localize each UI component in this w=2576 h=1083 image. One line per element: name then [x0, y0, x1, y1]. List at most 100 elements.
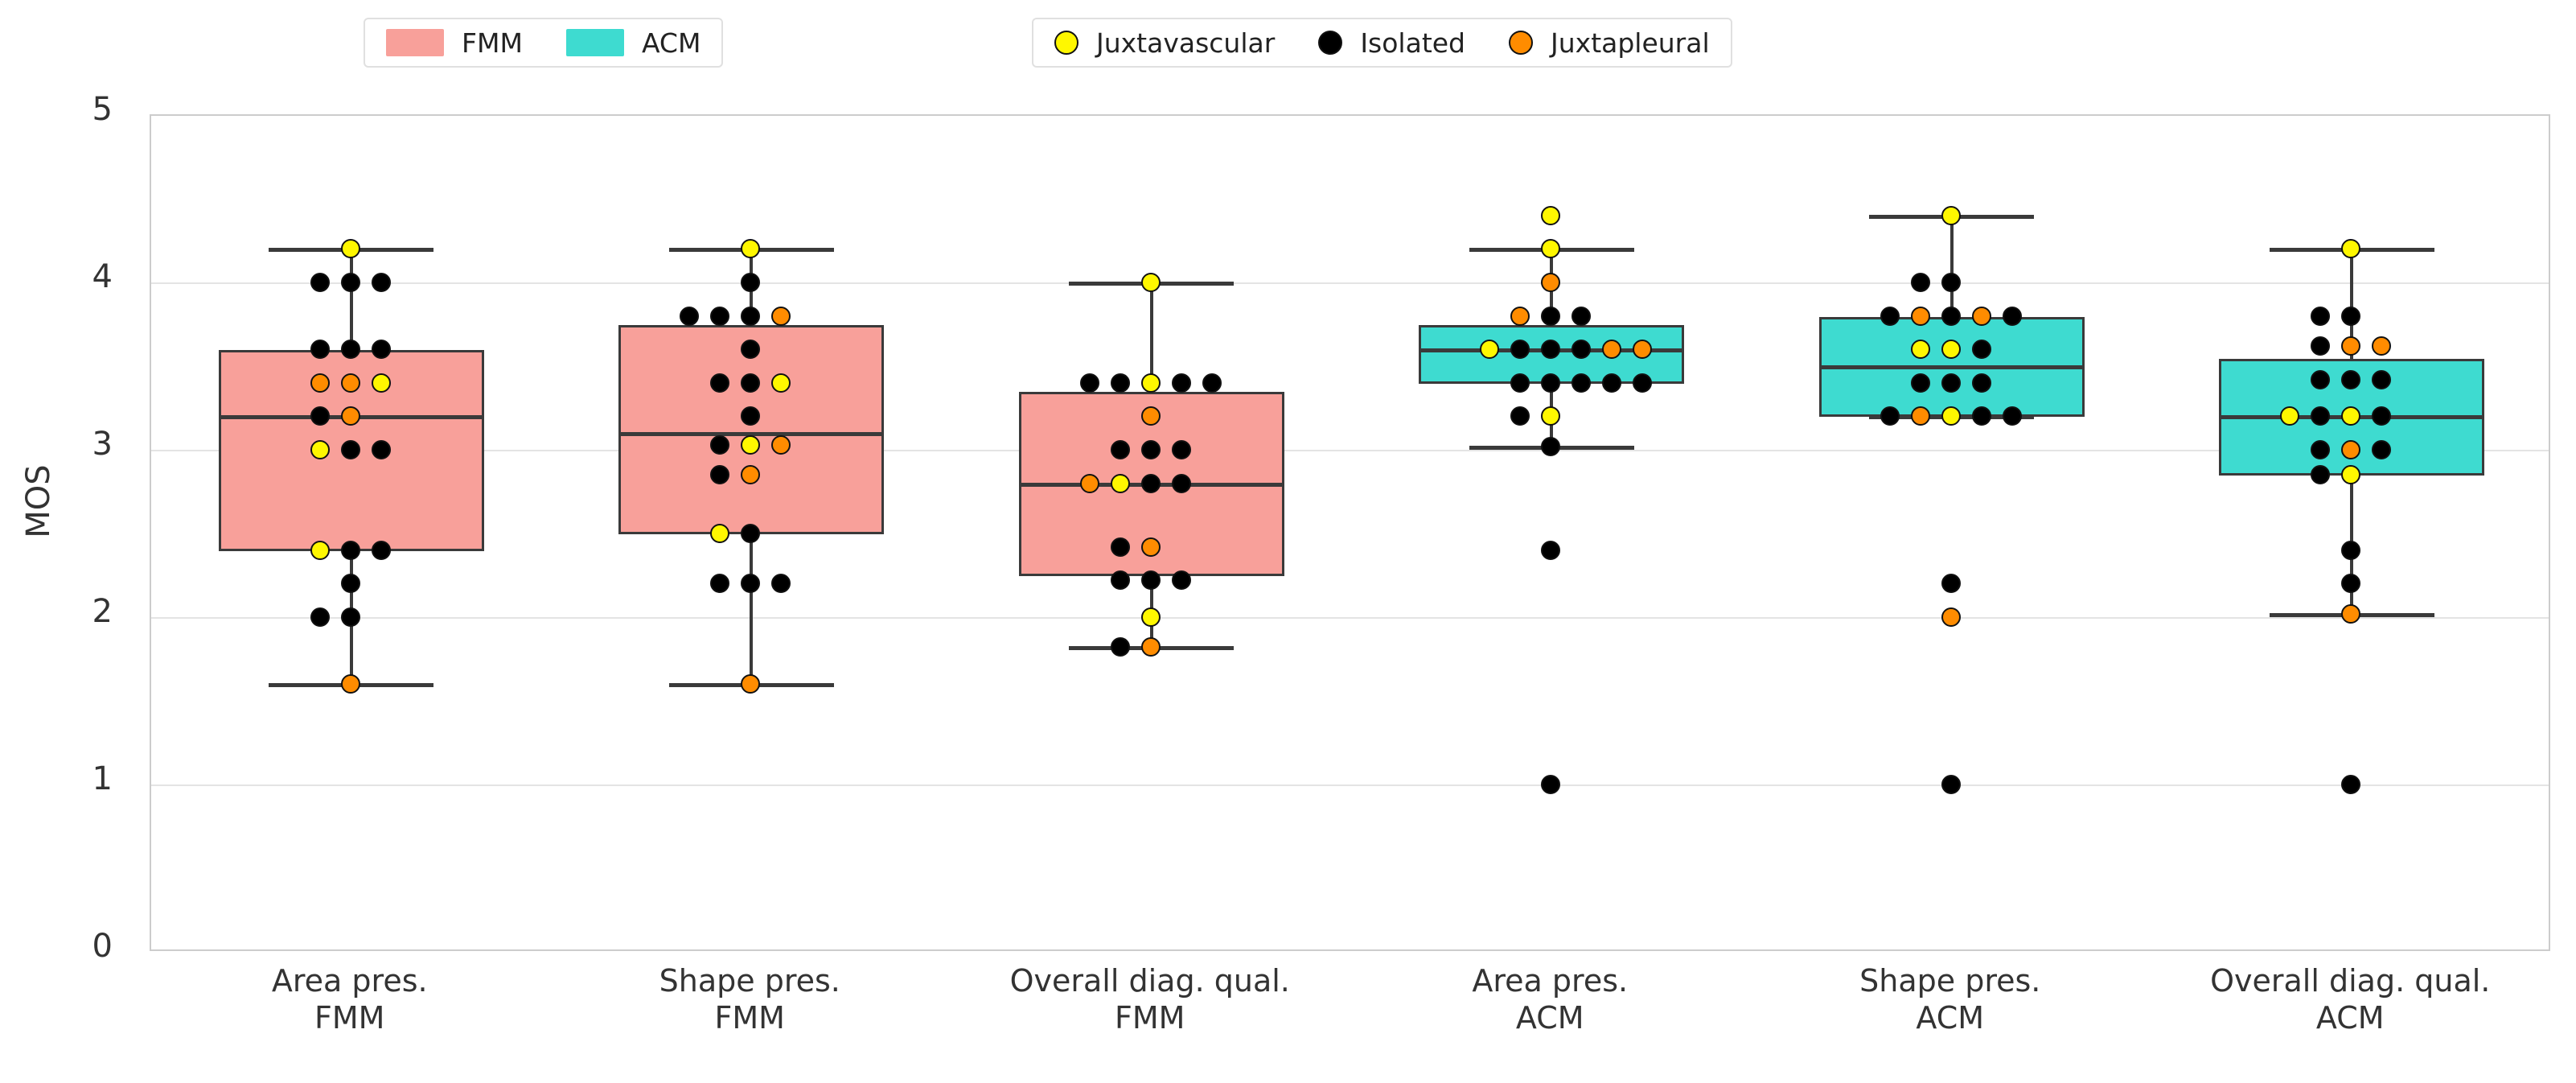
x-tick-label-line1: Area pres.: [1472, 963, 1629, 999]
outlier-point-isolated: [1941, 775, 1961, 794]
box-group-6[interactable]: [151, 116, 2552, 953]
data-point-isolated: [371, 540, 391, 560]
data-point-isolated: [1110, 373, 1130, 393]
data-point-isolated: [2341, 574, 2361, 594]
box-iqr[interactable]: [618, 325, 885, 534]
data-point-isolated: [2002, 306, 2022, 326]
data-point-isolated: [1171, 440, 1191, 459]
data-point-juxtavascular: [771, 373, 791, 393]
legend-entry-juxtavascular[interactable]: Juxtavascular: [1054, 30, 1275, 56]
x-tick-label-line2: FMM: [1115, 1000, 1185, 1036]
data-point-isolated: [1541, 340, 1561, 360]
data-point-juxtapleural: [1140, 537, 1161, 557]
outlier-point-juxtapleural: [1941, 607, 1961, 627]
x-tick-label: Overall diag. qual.FMM: [925, 962, 1375, 1037]
data-point-isolated: [2311, 306, 2331, 326]
data-point-juxtavascular: [340, 239, 360, 259]
data-point-isolated: [1541, 306, 1561, 326]
box-group-3[interactable]: [151, 116, 2552, 953]
outlier-point-isolated: [1541, 540, 1561, 560]
y-tick-label: 0: [92, 928, 113, 965]
data-point-juxtapleural: [771, 434, 791, 455]
y-tick-label: 1: [92, 760, 113, 797]
legend-label: Juxtapleural: [1551, 27, 1710, 59]
data-point-isolated: [1571, 340, 1592, 360]
color-patch-icon: [565, 29, 624, 56]
data-point-isolated: [1880, 406, 1900, 426]
data-point-isolated: [2372, 369, 2392, 389]
color-patch-icon: [386, 29, 444, 56]
data-point-juxtapleural: [2341, 603, 2361, 624]
data-point-juxtavascular: [741, 434, 761, 455]
data-point-isolated: [1571, 373, 1592, 393]
legend-nodule-types: Juxtavascular Isolated Juxtapleural: [1032, 18, 1732, 68]
data-point-isolated: [2341, 369, 2361, 389]
data-point-isolated: [340, 340, 360, 360]
data-point-isolated: [310, 340, 330, 360]
box-group-1[interactable]: [151, 116, 2552, 953]
data-point-isolated: [1941, 273, 1961, 292]
data-point-isolated: [2311, 369, 2331, 389]
data-point-isolated: [371, 273, 391, 292]
data-point-isolated: [1941, 373, 1961, 393]
whisker-upper: [2350, 249, 2354, 359]
whisker-lower: [750, 534, 754, 686]
data-point-juxtapleural: [340, 406, 360, 426]
data-point-juxtavascular: [1541, 205, 1561, 225]
median-line: [618, 432, 885, 437]
data-point-juxtavascular: [1541, 239, 1561, 259]
data-point-isolated: [371, 440, 391, 459]
data-point-isolated: [340, 607, 360, 627]
data-point-isolated: [741, 373, 761, 393]
data-point-juxtapleural: [741, 465, 761, 485]
x-tick-label-line2: ACM: [1515, 1000, 1584, 1036]
x-tick-label: Overall diag. qual.ACM: [2125, 962, 2575, 1037]
box-group-2[interactable]: [151, 116, 2552, 953]
data-point-juxtapleural: [2341, 336, 2361, 356]
data-point-isolated: [1510, 406, 1530, 426]
data-point-isolated: [1510, 340, 1530, 360]
legend-label: FMM: [462, 27, 523, 59]
y-tick-label: 3: [92, 426, 113, 463]
data-point-juxtavascular: [1941, 205, 1961, 225]
x-tick-label-line2: FMM: [314, 1000, 385, 1036]
data-point-isolated: [1971, 340, 1991, 360]
data-point-isolated: [680, 306, 700, 326]
data-point-isolated: [2002, 406, 2022, 426]
x-tick-label-line1: Area pres.: [271, 963, 428, 999]
data-point-isolated: [310, 273, 330, 292]
plot-area: [150, 114, 2550, 951]
legend-entry-isolated[interactable]: Isolated: [1318, 30, 1465, 56]
legend-entry-acm[interactable]: ACM: [565, 29, 700, 56]
box-group-5[interactable]: [151, 116, 2552, 953]
x-tick-label: Area pres.FMM: [125, 962, 575, 1037]
outlier-point-isolated: [1941, 574, 1961, 594]
x-tick-label-line1: Overall diag. qual.: [1009, 963, 1290, 999]
data-point-juxtavascular: [1480, 340, 1500, 360]
data-point-juxtavascular: [2341, 465, 2361, 485]
data-point-isolated: [2311, 465, 2331, 485]
legend-entry-juxtapleural[interactable]: Juxtapleural: [1509, 30, 1710, 56]
data-point-juxtavascular: [710, 524, 730, 543]
data-point-isolated: [1971, 373, 1991, 393]
gridline: [151, 617, 2549, 619]
data-point-juxtavascular: [1910, 340, 1930, 360]
data-point-isolated: [741, 340, 761, 360]
data-point-isolated: [710, 434, 730, 455]
data-point-isolated: [710, 574, 730, 594]
gridline: [151, 282, 2549, 284]
data-point-isolated: [1110, 440, 1130, 459]
data-point-isolated: [741, 406, 761, 426]
data-point-juxtapleural: [1140, 637, 1161, 657]
data-point-isolated: [741, 574, 761, 594]
legend-label: Juxtavascular: [1096, 27, 1276, 59]
x-tick-label: Area pres.ACM: [1325, 962, 1775, 1037]
data-point-isolated: [340, 273, 360, 292]
data-point-juxtavascular: [1941, 406, 1961, 426]
x-tick-label-line2: ACM: [2315, 1000, 2385, 1036]
data-point-isolated: [1541, 436, 1561, 456]
legend-entry-fmm[interactable]: FMM: [386, 29, 523, 56]
box-group-4[interactable]: [151, 116, 2552, 953]
data-point-juxtapleural: [1079, 473, 1099, 493]
data-point-juxtapleural: [310, 373, 330, 393]
